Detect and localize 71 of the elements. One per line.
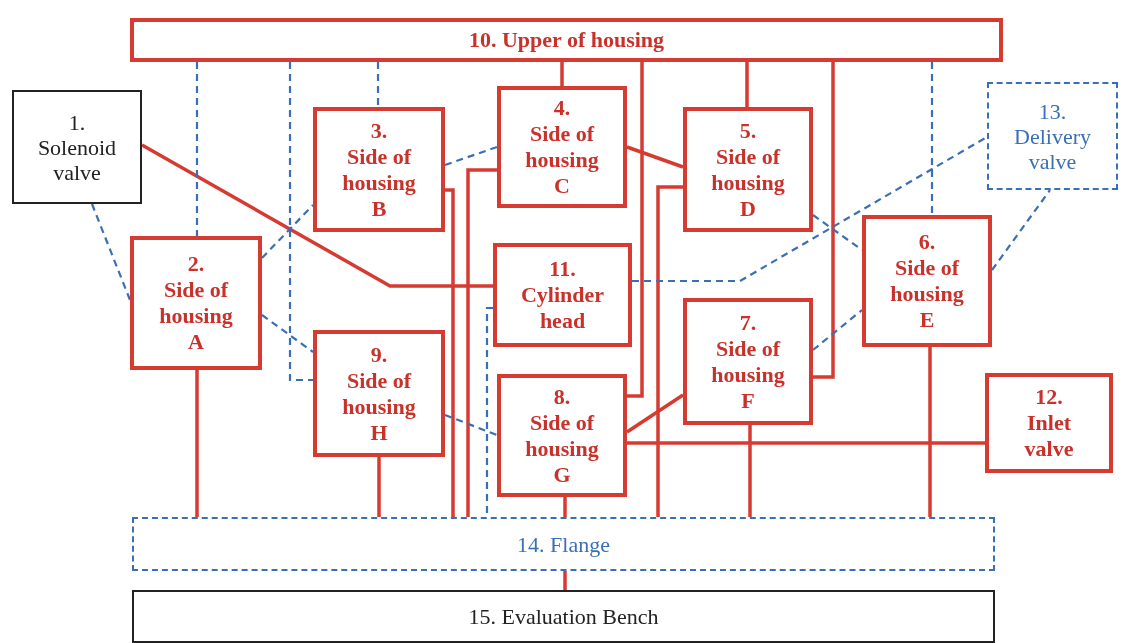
connector-line [563,571,567,590]
connector-line [748,425,752,517]
connector-line [991,189,1051,271]
item-number: 13. [1038,98,1067,124]
component-box [130,236,262,370]
component-label: 10. Upper of housing [468,27,665,53]
connector-line [745,62,749,107]
component-label: Solenoid valve [36,134,118,185]
component-label: Side of housing C [524,121,600,199]
connector-line [466,168,497,517]
component-box [132,590,995,643]
item-number: 7. [739,309,757,336]
component-label: Side of housing D [710,143,786,222]
component-box [985,373,1113,473]
connector-line [445,188,455,517]
connector-line [626,145,684,169]
component-label: Side of housing E [889,255,965,333]
component-label: Side of housing G [524,409,600,488]
connector-line [90,203,132,301]
item-number: 3. [370,117,388,144]
component-label: Side of housing F [710,335,786,414]
connector-line [627,441,985,445]
connector-line [626,393,684,434]
connector-line [563,497,567,517]
connector-line [377,457,381,517]
dashed-component-box [132,517,995,571]
component-label: Delivery valve [1013,123,1092,174]
connector-line [656,185,683,517]
connector-line [627,62,644,398]
connector-line [195,370,199,517]
component-label: 14. Flange [517,531,610,557]
component-box [130,18,1003,62]
component-box [12,90,142,204]
component-box [497,86,627,208]
item-number: 4. [553,95,571,121]
connector-line [141,143,493,288]
component-label: 15. Evaluation Bench [468,604,659,629]
component-label: Inlet valve [1023,410,1075,462]
component-label: Cylinder head [519,282,606,334]
connector-line [930,62,934,215]
connector-line [444,413,498,437]
item-number: 9. [370,341,388,368]
connector-line [812,309,863,351]
component-box [313,330,445,457]
item-number: 11. [549,256,576,282]
item-number: 12. [1035,384,1063,410]
item-number: 5. [739,117,757,144]
connector-line [560,62,564,86]
connector-line [261,204,314,259]
connector-line [928,347,932,517]
component-box [497,374,627,497]
component-box [683,298,813,425]
component-box [313,107,445,232]
component-box [683,107,813,232]
component-label: Side of housing B [341,143,417,222]
component-box [862,215,992,347]
dashed-component-box [987,82,1118,190]
component-label: Side of housing H [341,367,417,446]
component-box [493,243,632,347]
item-number: 1. [68,109,86,135]
item-number: 6. [918,229,936,255]
connector-line [195,62,199,236]
connector-line [376,62,380,107]
connector-line [632,136,988,283]
connector-line [444,145,498,167]
connector-line [288,62,313,382]
connector-line [813,62,835,379]
connector-line [261,314,314,353]
component-label: Side of housing A [158,277,234,355]
item-number: 8. [553,383,571,410]
item-number: 2. [187,251,205,277]
